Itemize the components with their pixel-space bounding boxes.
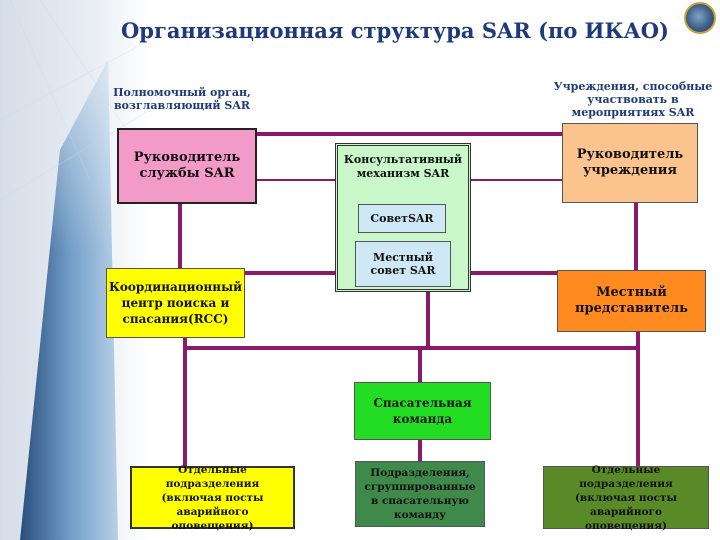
units-left-label: Отдельные подразделения (включая посты а…: [161, 463, 264, 532]
rescue-team-label: Спасательная команда: [373, 396, 472, 426]
units-right-box: Отдельные подразделения (включая посты а…: [543, 464, 709, 532]
rescue-team-box: Спасательная команда: [354, 382, 491, 440]
units-middle-label: Подразделения, сгруппированные в спасате…: [364, 467, 476, 521]
caption-left: Полномочный орган, возглавляющий SAR: [113, 86, 251, 112]
local-representative-label: Местный представитель: [575, 285, 688, 316]
head-institution-box: Руководитель учреждения: [562, 123, 698, 203]
units-middle-box: Подразделения, сгруппированные в спасате…: [355, 461, 485, 527]
units-left-box: Отдельные подразделения (включая посты а…: [130, 464, 295, 532]
head-institution-label: Руководитель учреждения: [576, 147, 684, 178]
local-council-box: Местный совет SAR: [355, 241, 451, 287]
head-sar-label: Руководитель службы SAR: [133, 150, 241, 181]
caption-right: Учреждения, способные участвовать в меро…: [553, 80, 713, 119]
page-title: Организационная структура SAR (по ИКАО): [121, 18, 669, 43]
local-representative-box: Местный представитель: [557, 270, 706, 332]
emblem-logo: [684, 2, 716, 34]
rcc-label: Координационный центр поиска и спасания(…: [108, 280, 243, 326]
skyscraper-illustration: [0, 0, 150, 540]
rcc-box: Координационный центр поиска и спасания(…: [106, 268, 245, 338]
head-sar-box: Руководитель службы SAR: [117, 128, 257, 204]
local-council-label: Местный совет SAR: [370, 251, 436, 277]
units-right-label: Отдельные подразделения (включая посты а…: [574, 463, 678, 532]
council-label: СоветSAR: [370, 212, 434, 225]
council-box: СоветSAR: [358, 204, 446, 233]
advisory-mechanism-label: Консультативный механизм SAR: [343, 153, 463, 180]
